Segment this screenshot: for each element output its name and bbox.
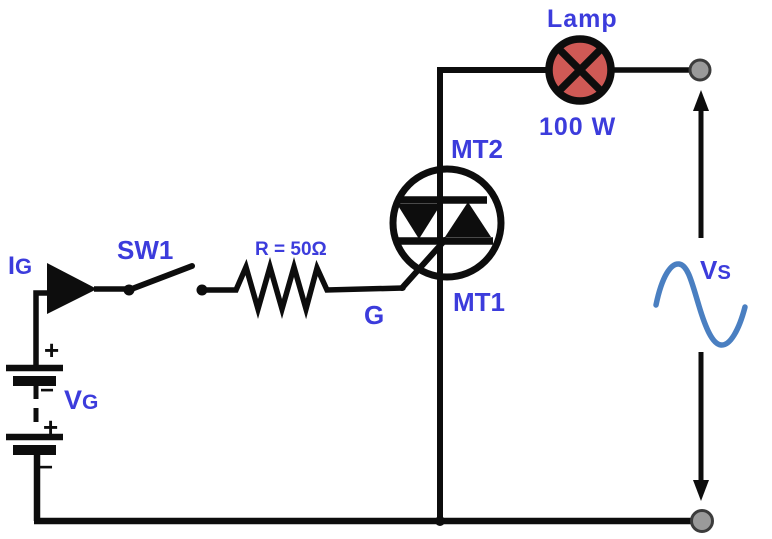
switch-throw-dot: [196, 284, 208, 296]
switch-pole-dot: [123, 284, 135, 296]
resistor-zigzag: [204, 256, 406, 320]
vs-arrow-up-icon: [693, 90, 709, 111]
terminal-top: [688, 58, 712, 82]
triac-triangle-down: [397, 204, 441, 239]
switch-sw1: [123, 263, 208, 296]
resistor-label: R = 50Ω: [255, 239, 327, 260]
triac-circle: [389, 165, 505, 281]
vs-arrow-down-icon: [693, 480, 709, 501]
battery-plus-mark-2: +: [43, 412, 58, 442]
triac-gate-lead: [399, 237, 448, 291]
triac-symbol: [389, 165, 505, 291]
lamp-symbol: [545, 35, 615, 105]
terminal-bottom: [690, 509, 714, 533]
lamp-cross-icon: [556, 46, 604, 94]
ac-sine-wave-icon: [653, 261, 748, 348]
triac-mt2-label: MT2: [451, 134, 503, 164]
switch-label: SW1: [117, 235, 174, 265]
triac-triangle-up: [445, 202, 491, 237]
battery-vg: + − + −: [6, 335, 63, 481]
gate-current-arrow-icon: [47, 263, 97, 314]
battery-minus-mark-1: −: [40, 377, 54, 404]
triac-gate-label: G: [364, 300, 385, 330]
wires: [33, 67, 702, 525]
battery-minus-mark-2: −: [39, 454, 53, 481]
lamp-label: Lamp: [547, 5, 618, 33]
battery-plus-mark-1: +: [44, 335, 59, 365]
ac-supply-label: VS: [700, 255, 731, 285]
supply-indicator: [653, 90, 748, 501]
junction-dot: [435, 516, 445, 526]
gate-current-label: IG: [8, 252, 33, 280]
triac-mt1-label: MT1: [453, 287, 505, 317]
lamp-power-label: 100 W: [539, 113, 617, 141]
gate-battery-label: VG: [64, 385, 99, 415]
switch-arm: [126, 263, 195, 293]
